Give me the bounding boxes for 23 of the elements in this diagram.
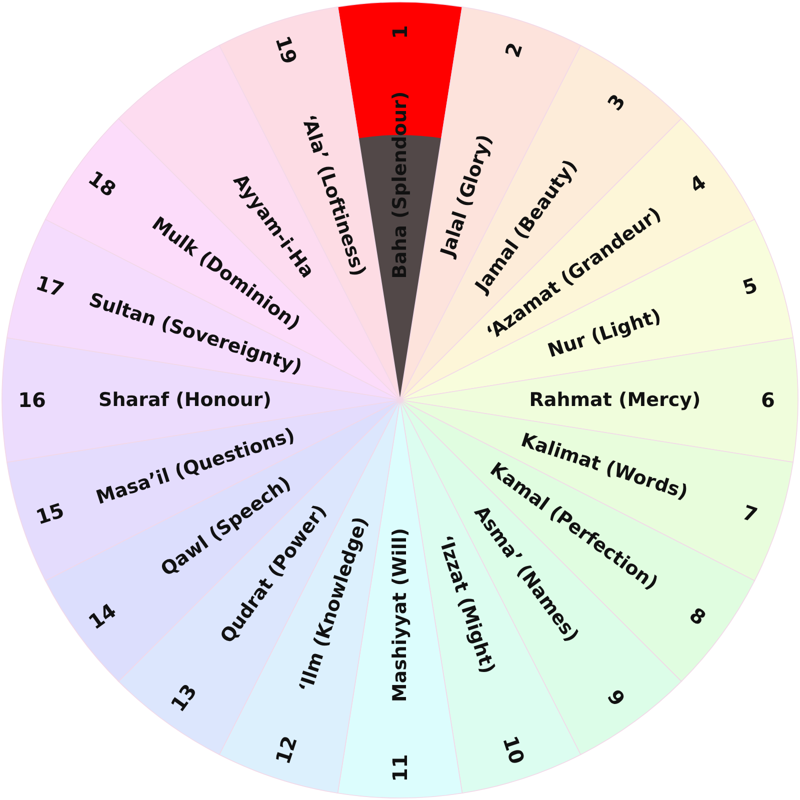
month-number: 16 <box>18 388 46 412</box>
month-name: Sharaf (Honour) <box>98 389 272 411</box>
month-number: 1 <box>388 25 412 39</box>
month-number: 14 <box>84 598 121 634</box>
month-number: 19 <box>270 33 302 67</box>
month-number: 12 <box>270 733 302 767</box>
month-number: 10 <box>498 733 530 767</box>
month-number: 17 <box>33 270 67 302</box>
month-number: 7 <box>740 500 760 528</box>
month-number: 2 <box>500 40 528 60</box>
month-name: Mashiyyat (Will) <box>389 528 411 702</box>
month-number: 18 <box>84 166 121 202</box>
month-number: 6 <box>761 388 775 412</box>
month-number: 5 <box>740 272 760 300</box>
month-number: 11 <box>388 754 412 782</box>
month-number: 9 <box>602 685 630 710</box>
month-number: 4 <box>685 170 710 198</box>
month-number: 13 <box>166 679 202 716</box>
month-name: Baha (Splendour) <box>389 91 411 279</box>
month-number: 8 <box>685 602 710 630</box>
month-name: Rahmat (Mercy) <box>529 389 701 411</box>
month-number: 15 <box>33 498 67 530</box>
month-number: 3 <box>602 90 630 115</box>
